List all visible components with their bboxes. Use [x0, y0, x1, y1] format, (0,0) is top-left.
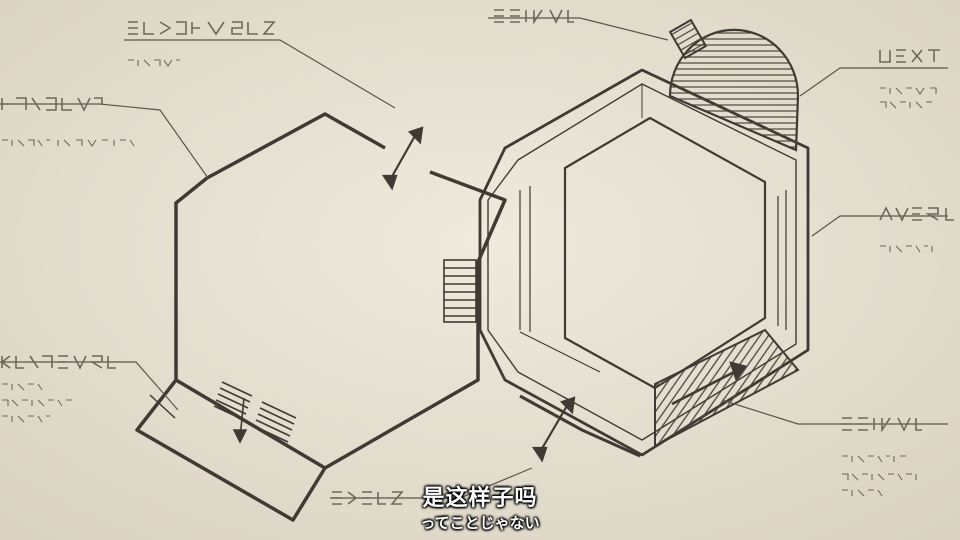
door-arrow-bottom: [519, 394, 641, 463]
label-leader-lines: [0, 17, 948, 499]
loading-ramp: [135, 378, 327, 522]
left-hexagon-room: [174, 112, 507, 470]
center-stairs: [443, 259, 477, 323]
dome-turret: [668, 18, 800, 152]
hatched-conveyor: [654, 328, 800, 448]
fictional-script-annotations: [1, 9, 954, 505]
subtitle-chinese: 是这样子吗: [422, 486, 538, 511]
ramp-stairs: [213, 381, 297, 444]
door-arrow-top: [381, 126, 424, 191]
subtitle-japanese: ってことじゃない: [420, 514, 540, 532]
